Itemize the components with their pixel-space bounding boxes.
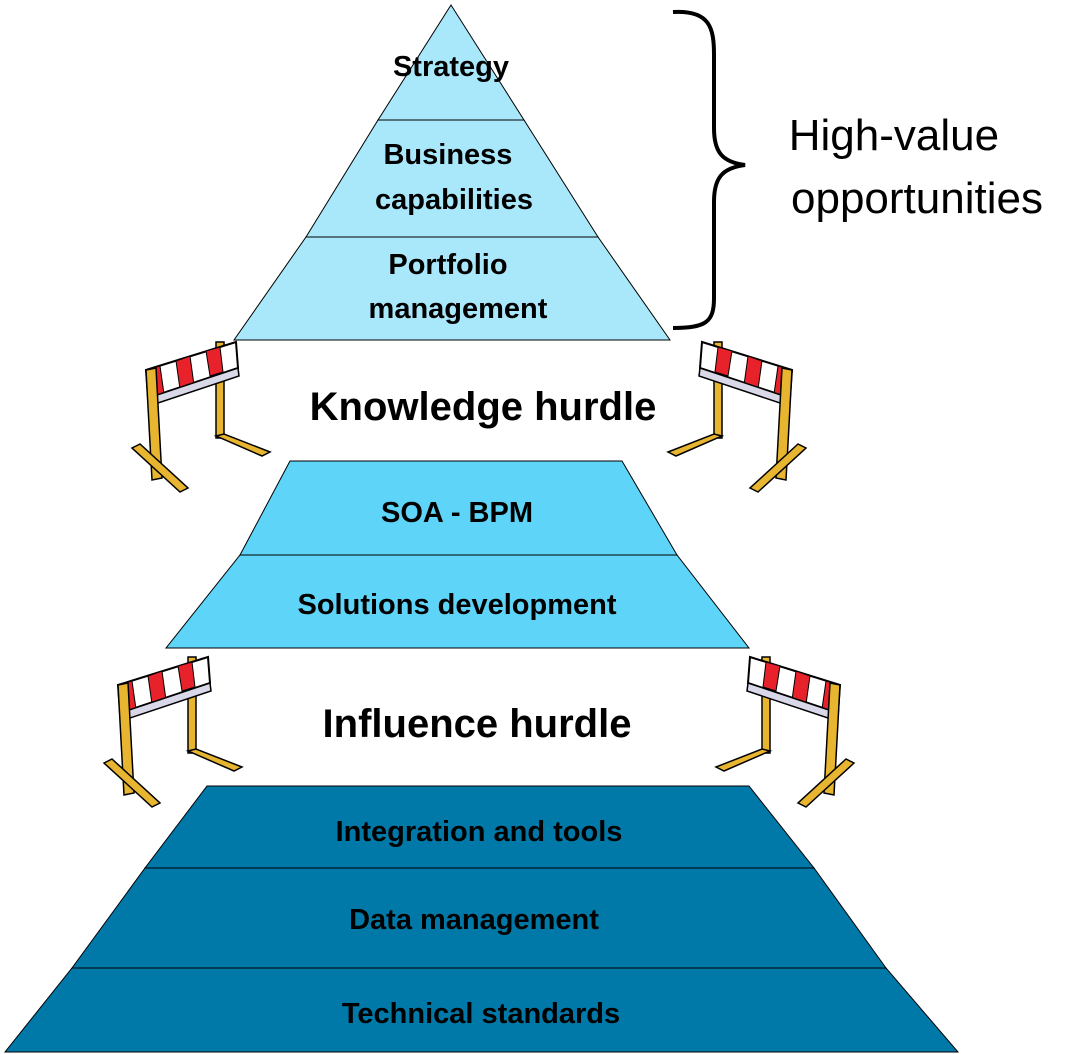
hurdle-barrier-icon xyxy=(102,655,244,808)
curly-brace xyxy=(672,9,746,330)
top-layer-portfolio-management xyxy=(233,236,671,341)
hurdle-barrier-icon xyxy=(714,655,856,808)
middle-layer-solutions-development xyxy=(164,554,751,649)
layer-label-business-capabilities: Business capabilities xyxy=(375,139,533,216)
top-pyramid: Strategy Business capabilities Portfolio… xyxy=(233,4,671,341)
bracket-label: High-value opportunities xyxy=(789,111,1043,223)
layer-label-data-management: Data management xyxy=(349,904,599,936)
layer-label-soa-bpm: SOA - BPM xyxy=(381,497,533,529)
layer-label-strategy: Strategy xyxy=(393,51,509,83)
bottom-layer-technical-standards xyxy=(3,967,960,1053)
layer-label-integration-and-tools: Integration and tools xyxy=(336,816,623,848)
knowledge-hurdle: Knowledge hurdle xyxy=(130,340,808,493)
layer-label-technical-standards: Technical standards xyxy=(342,998,620,1030)
top-layer-business-capabilities xyxy=(305,119,599,238)
influence-hurdle: Influence hurdle xyxy=(102,655,856,808)
bottom-pyramid: Integration and tools Data management Te… xyxy=(3,785,960,1053)
influence-hurdle-label: Influence hurdle xyxy=(323,702,632,746)
layer-label-portfolio-management: Portfolio management xyxy=(369,249,548,325)
hurdle-barrier-icon xyxy=(666,340,808,493)
layer-label-solutions-development: Solutions development xyxy=(297,589,616,621)
knowledge-hurdle-label: Knowledge hurdle xyxy=(310,385,657,429)
hurdle-barrier-icon xyxy=(130,340,272,493)
middle-pyramid: SOA - BPM Solutions development xyxy=(164,460,751,649)
